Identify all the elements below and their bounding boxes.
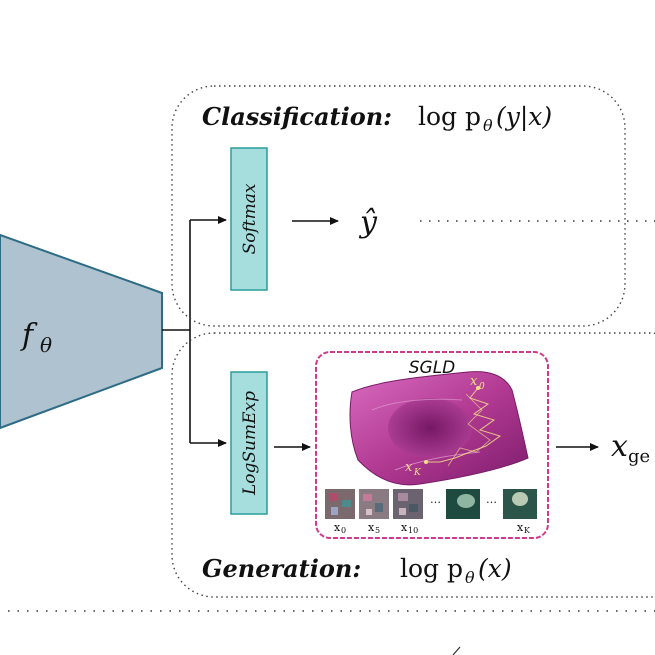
classification-formula-sub: θ <box>483 116 493 135</box>
generation-panel: LogSumExp SGLD x 0 x K <box>171 332 655 598</box>
logsumexp-label: LogSumExp <box>240 391 260 496</box>
softmax-label: Softmax <box>240 183 260 254</box>
svg-text:…: … <box>430 493 441 506</box>
generation-output: x <box>611 429 628 464</box>
classification-output: ŷ <box>358 205 378 240</box>
bottom-edge-stroke <box>452 646 461 655</box>
landscape-end-sub: K <box>413 468 422 478</box>
sample-thumbnails <box>325 489 537 519</box>
svg-text:x: x <box>517 521 524 534</box>
classification-box <box>171 85 626 327</box>
energy-landscape <box>349 371 529 486</box>
classification-formula: log p <box>418 102 481 131</box>
encoder-shape <box>0 233 163 430</box>
svg-text:x: x <box>401 521 408 534</box>
classification-title: Classification: <box>202 102 392 131</box>
svg-text:5: 5 <box>375 526 380 535</box>
generation-output-sub: ge <box>628 446 650 467</box>
svg-text:10: 10 <box>408 526 418 535</box>
encoder-subscript: θ <box>40 333 52 357</box>
generation-box <box>171 332 655 598</box>
sample-labels: x 0 x 5 x 10 … … x K <box>334 493 531 535</box>
generation-title: Generation: <box>202 554 361 583</box>
encoder: f θ <box>0 233 163 430</box>
branch-connectors <box>162 216 227 447</box>
landscape-start-label: x <box>470 374 478 389</box>
svg-text:…: … <box>486 493 497 506</box>
softmax-module <box>230 147 268 291</box>
landscape-start-sub: 0 <box>479 382 485 392</box>
sgld-title: SGLD <box>409 358 456 378</box>
classification-panel: Classification: log p θ (y|x) Softmax ŷ <box>171 85 655 327</box>
svg-text:K: K <box>524 526 531 535</box>
svg-text:x: x <box>334 521 341 534</box>
sgld-box: SGLD x 0 x K <box>315 351 549 539</box>
svg-text:x: x <box>368 521 375 534</box>
classification-formula-tail: (y|x) <box>496 102 552 132</box>
sample-thumb-x5 <box>359 489 389 519</box>
generation-formula: log p <box>400 554 463 583</box>
landscape-end-label: x <box>405 460 413 475</box>
logsumexp-module <box>230 371 268 515</box>
svg-text:0: 0 <box>341 526 346 535</box>
generation-formula-tail: (x) <box>478 554 512 583</box>
generation-formula-sub: θ <box>465 568 475 587</box>
